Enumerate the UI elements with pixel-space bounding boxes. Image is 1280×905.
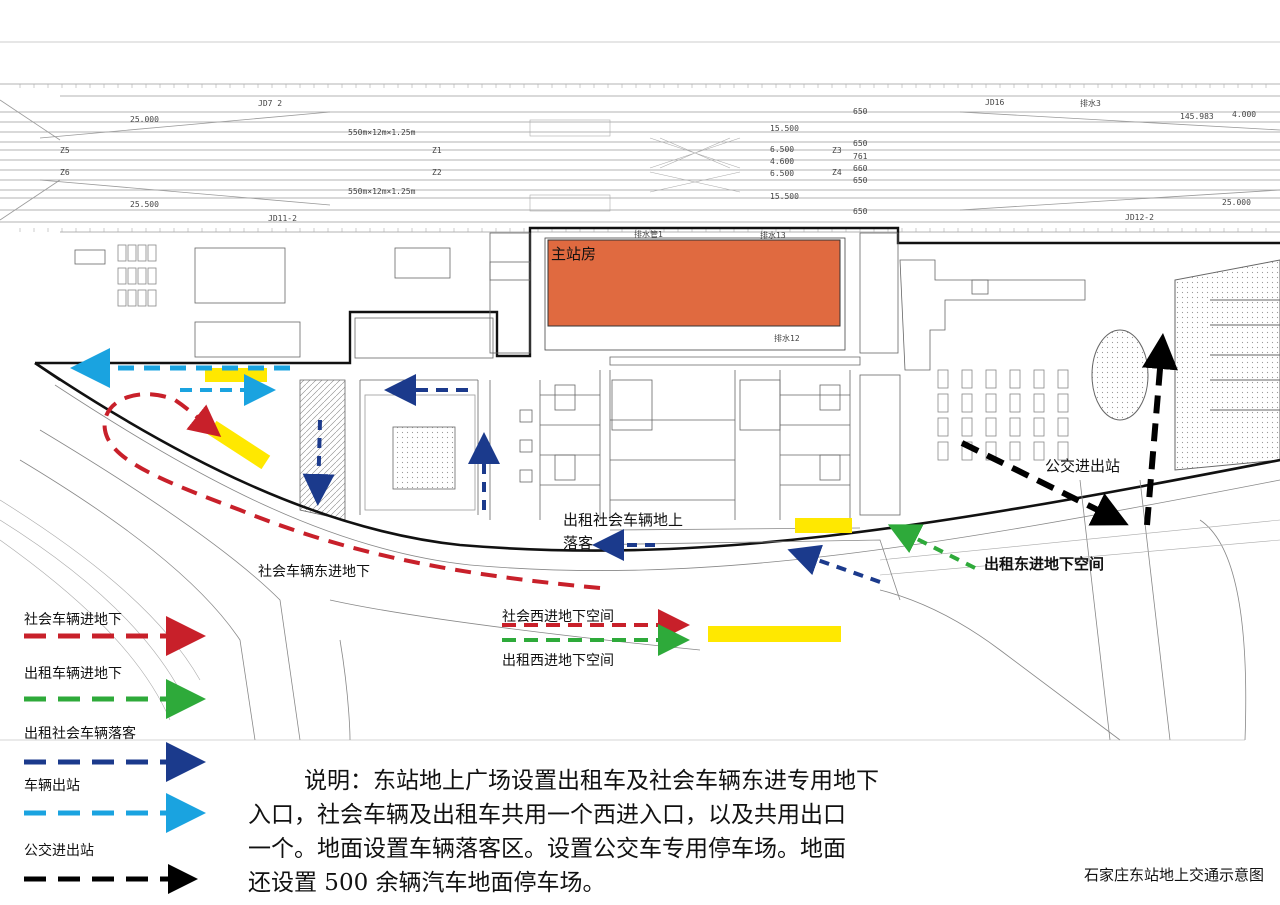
legend-label-social-underground: 社会车辆进地下 xyxy=(24,612,122,628)
legend-label-dropoff: 出租社会车辆落客 xyxy=(24,726,136,742)
dim-6500b: 6.500 xyxy=(770,169,795,178)
drain-3: 排水3 xyxy=(1080,99,1101,108)
jd7-2-label: JD7 2 xyxy=(258,99,283,108)
drain-pipe-1: 排水管1 xyxy=(634,230,663,239)
west-parking xyxy=(117,244,157,307)
dim-25500: 25.500 xyxy=(130,200,159,209)
track-z4: Z4 xyxy=(832,168,842,177)
track-z2: Z2 xyxy=(432,168,442,177)
platform-dim-a: 550m×12m×1.25m xyxy=(348,128,416,137)
note-line-2: 入口，社会车辆及出租车共用一个西进入口，以及共用出口 xyxy=(248,802,846,828)
dim-145983: 145.983 xyxy=(1180,112,1214,121)
taxi-west-label: 出租西进地下空间 xyxy=(502,653,614,669)
note-line-4: 还设置 500 余辆汽车地面停车场。 xyxy=(248,870,606,896)
dim-650b: 650 xyxy=(853,139,868,148)
track-z3: Z3 xyxy=(832,146,842,155)
dim-650d: 650 xyxy=(853,207,868,216)
taxi-east-label: 出租东进地下空间 xyxy=(984,555,1105,573)
dim-650a: 650 xyxy=(853,107,868,116)
drain-12: 排水12 xyxy=(774,334,800,343)
note-text-1: 说明：东站地上广场设置出租车及社会车辆东进专用地下 xyxy=(304,768,879,794)
dim-4600: 4.600 xyxy=(770,157,795,166)
route-taxi-east-underground xyxy=(887,524,976,570)
note-line-1: 说明：东站地上广场设置出租车及社会车辆东进专用地下 xyxy=(248,764,988,798)
route-social-east-underground xyxy=(102,392,601,590)
figure-caption: 石家庄东站地上交通示意图 xyxy=(1083,866,1264,884)
main-station-building xyxy=(547,239,841,327)
track-z1: Z1 xyxy=(432,146,442,155)
platform-crossings xyxy=(529,119,741,212)
jd12-2-label: JD12-2 xyxy=(1125,213,1154,222)
route-bus-in xyxy=(960,440,1129,526)
social-west-label: 社会西进地下空间 xyxy=(502,609,614,625)
jd11-2-label: JD11-2 xyxy=(268,214,297,223)
note-line-3: 一个。地面设置车辆落客区。设置公交车专用停车场。地面 xyxy=(248,836,846,862)
dim-25000a: 25.000 xyxy=(130,115,159,124)
route-dropoff-down xyxy=(302,419,335,506)
track-z5: Z5 xyxy=(60,146,70,155)
dropoff-label-line1: 出租社会车辆地上 xyxy=(563,511,684,529)
dim-6500a: 6.500 xyxy=(770,145,795,154)
platform-dim-b: 550m×12m×1.25m xyxy=(348,187,416,196)
main-road xyxy=(0,361,1280,741)
legend-label-vehicle-exit: 车辆出站 xyxy=(24,778,80,794)
route-bus-out xyxy=(1142,333,1178,526)
east-parking xyxy=(937,369,1069,461)
jd16-label: JD16 xyxy=(985,98,1005,107)
bus-route-label: 公交进出站 xyxy=(1045,457,1121,475)
dim-761: 761 xyxy=(853,152,868,161)
dim-15500: 15.500 xyxy=(770,124,799,133)
explanation-note: 说明：东站地上广场设置出租车及社会车辆东进专用地下 入口，社会车辆及出租车共用一… xyxy=(248,764,988,900)
track-z6: Z6 xyxy=(60,168,70,177)
dim-650c: 650 xyxy=(853,176,868,185)
legend-label-bus: 公交进出站 xyxy=(24,843,94,859)
dropoff-label-line2: 落客 xyxy=(563,534,594,552)
legend-swatches xyxy=(24,616,206,894)
legend-label-taxi-underground: 出租车辆进地下 xyxy=(24,666,122,682)
dim-25000c: 25.000 xyxy=(1222,198,1251,207)
railway-tracks xyxy=(0,41,1280,233)
dropoff-zones xyxy=(205,368,852,642)
bus-parking xyxy=(1091,259,1280,471)
drain-13: 排水13 xyxy=(760,231,786,240)
dim-4000: 4.000 xyxy=(1232,110,1257,119)
dim-15500b: 15.500 xyxy=(770,192,799,201)
dim-660: 660 xyxy=(853,164,868,173)
station-building-label: 主站房 xyxy=(551,245,597,263)
route-dropoff-east-in xyxy=(787,544,881,584)
social-east-label: 社会车辆东进地下 xyxy=(258,564,370,580)
